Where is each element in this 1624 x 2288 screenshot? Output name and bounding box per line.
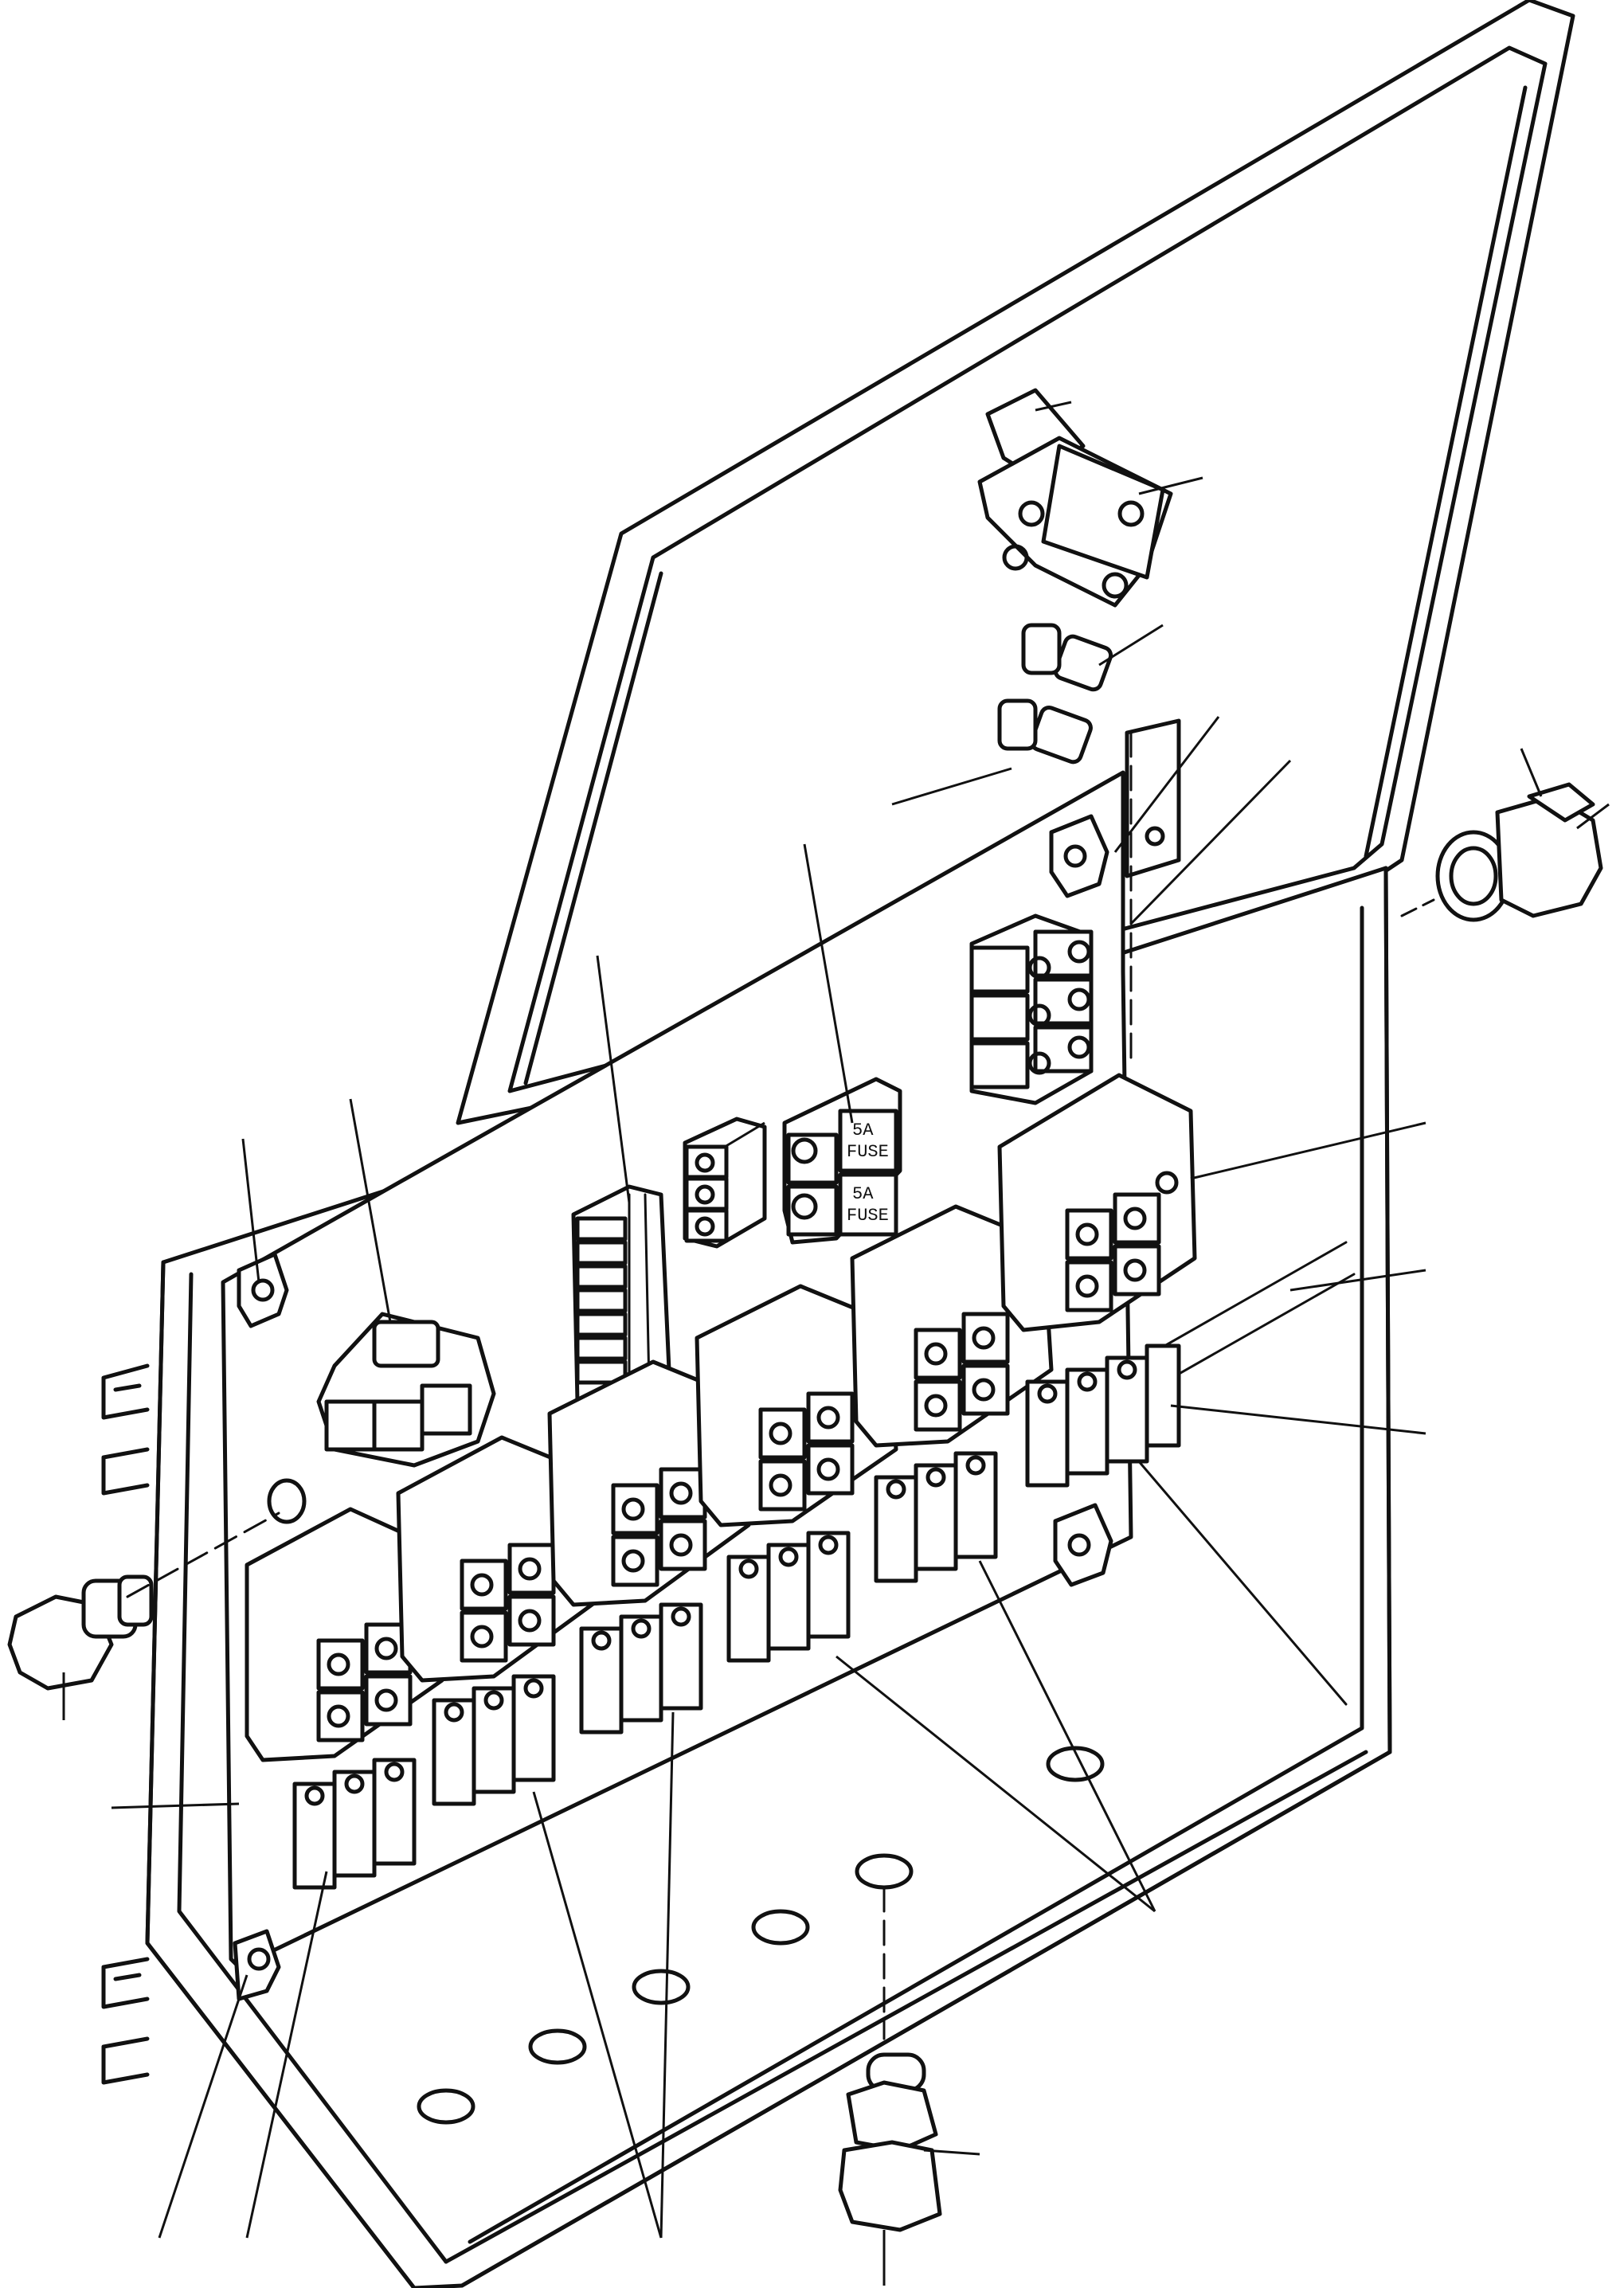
- assembly-lines: [126, 731, 1435, 2040]
- module-group-4: [726, 1531, 851, 1663]
- indicator-lamps: [997, 623, 1113, 765]
- terminal-block-middle: [683, 1117, 767, 1249]
- leader-lines: [62, 401, 1610, 2286]
- relay-base-1: [245, 1507, 444, 1762]
- relay-base-6: [997, 1073, 1197, 1332]
- circuit-breaker: [316, 1312, 496, 1468]
- fuse-holder-2: 5A FUSE: [838, 1172, 898, 1237]
- terminal-block-right: [969, 913, 1094, 1105]
- module-group-2: [432, 1674, 556, 1806]
- fuse-1-amp: 5A: [852, 1121, 874, 1140]
- fuse-1-word: FUSE: [847, 1142, 889, 1162]
- plug-in-modules: [292, 1343, 1181, 1890]
- cable-gland-left: [7, 1574, 154, 1691]
- cable-gland-bottom: [838, 2052, 942, 2232]
- fuse-2-amp: 5A: [852, 1184, 874, 1204]
- relay-base-4: [695, 1284, 898, 1527]
- module-group-1: [292, 1758, 417, 1890]
- relay-bases: [245, 1073, 1197, 1762]
- fuse-holder-1: 5A FUSE: [838, 1109, 898, 1173]
- fuse-2-word: FUSE: [847, 1206, 889, 1226]
- relay-base-2: [396, 1435, 600, 1683]
- cable-gland-right: [1435, 782, 1603, 922]
- module-group-5: [874, 1451, 998, 1583]
- fuse-holder-group: 5A FUSE 5A FUSE: [782, 1077, 902, 1245]
- door-switch: [977, 388, 1173, 608]
- module-group-6: [1025, 1343, 1181, 1488]
- module-group-3: [579, 1602, 703, 1735]
- terminal-rail: [1125, 718, 1181, 878]
